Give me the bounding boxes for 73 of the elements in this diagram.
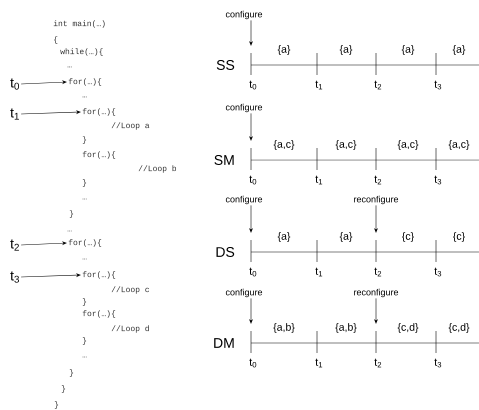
code-line: for(…){	[68, 239, 102, 247]
code-line: …	[68, 66, 72, 68]
event-label: reconfigure	[354, 288, 398, 298]
event-label: reconfigure	[354, 196, 398, 204]
time-label: t$_{2}$	[10, 239, 19, 251]
set-label: {a}	[340, 45, 352, 55]
event-label: configure	[226, 10, 262, 20]
time-label: t$_{3}$	[10, 271, 19, 283]
time-label: t$_{0}$	[249, 268, 256, 276]
code-line: …	[82, 258, 87, 260]
time-label: t$_{2}$	[374, 358, 382, 368]
set-label: {a}	[340, 232, 352, 242]
time-label: t$_{1}$	[315, 268, 322, 276]
code-line: }	[82, 298, 86, 306]
code-line: //Loop a	[112, 122, 150, 130]
set-label: {a,c}	[398, 140, 418, 150]
event-label: configure	[226, 288, 262, 298]
code-line: …	[82, 96, 87, 98]
set-label: {c}	[402, 232, 414, 242]
code-line: }	[82, 337, 86, 345]
time-label: t$_{1}$	[10, 108, 19, 120]
set-label: {c,d}	[398, 323, 418, 333]
time-label: t$_{1}$	[315, 176, 322, 184]
code-line: //Loop c	[112, 286, 150, 294]
code-line: …	[82, 356, 87, 358]
row-label: DM	[214, 338, 234, 348]
code-line: }	[62, 385, 66, 393]
code-line: for(…){	[82, 271, 116, 279]
code-line: }	[70, 369, 74, 377]
time-label: t$_{0}$	[249, 80, 256, 90]
code-line: }	[70, 210, 74, 218]
code-line: for(…){	[82, 151, 116, 159]
set-label: {a,c}	[336, 140, 356, 150]
row-label: DS	[216, 247, 234, 257]
code-line: for(…){	[68, 78, 102, 86]
set-label: {a,b}	[273, 323, 295, 333]
set-label: {a,c}	[274, 140, 294, 150]
time-label: t$_{1}$	[315, 358, 322, 368]
code-line: }	[82, 136, 86, 144]
time-label: t$_{2}$	[374, 176, 382, 184]
row-label: SS	[216, 60, 234, 70]
time-label: t$_{1}$	[315, 80, 322, 90]
time-label: t$_{3}$	[434, 176, 442, 184]
time-label: t$_{0}$	[249, 176, 256, 184]
set-label: {a}	[452, 45, 466, 55]
event-label: configure	[226, 196, 262, 204]
time-label: t$_{3}$	[434, 268, 442, 276]
set-label: {c,d}	[448, 323, 470, 333]
code-line: }	[82, 179, 86, 187]
set-label: {a}	[278, 45, 290, 55]
time-label: t$_{3}$	[434, 80, 442, 90]
code-line: …	[68, 230, 72, 232]
time-label: t$_{0}$	[10, 78, 20, 90]
row-label: SM	[214, 155, 234, 165]
time-label: t$_{0}$	[249, 358, 256, 368]
code-line: //Loop d	[112, 325, 149, 333]
set-label: {a}	[278, 232, 290, 242]
time-label: t$_{2}$	[374, 268, 382, 276]
code-line: }	[54, 401, 58, 409]
code-line: for(…){	[82, 310, 116, 318]
set-label: {c}	[453, 232, 465, 242]
time-label: t$_{3}$	[434, 358, 442, 368]
code-line: //Loop b	[138, 165, 176, 173]
code-line: …	[82, 198, 87, 200]
code-line: int main(…)	[54, 20, 105, 28]
set-label: {a}	[402, 45, 414, 55]
event-label: configure	[226, 104, 262, 112]
time-label: t$_{2}$	[374, 80, 382, 90]
code-line: while(…){	[60, 48, 103, 56]
code-line: for(…){	[82, 108, 116, 116]
set-label: {a,c}	[448, 140, 470, 150]
code-line: {	[54, 36, 58, 44]
set-label: {a,b}	[335, 323, 357, 333]
